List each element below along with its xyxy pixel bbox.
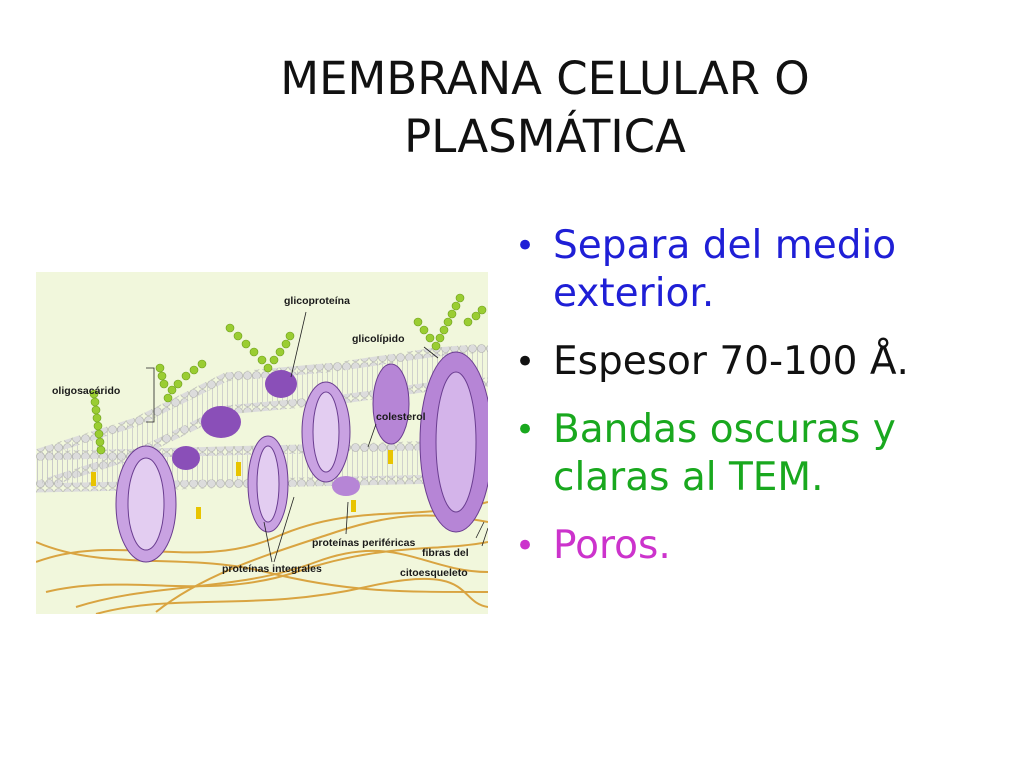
label-peripheral-proteins: proteínas periféricas	[312, 537, 415, 549]
bullet-item-bands: • Bandas oscuras y claras al TEM.	[515, 406, 1010, 502]
oligosaccharide-chains	[89, 293, 487, 455]
bullet-text: Poros.	[553, 523, 671, 568]
bullet-item-thickness: • Espesor 70-100 Å.	[515, 338, 1010, 386]
label-glycoprotein: glicoproteína	[284, 295, 350, 307]
cell-membrane-diagram: glicoproteína glicolípido oligosacárido …	[36, 272, 488, 614]
membrane-illustration: glicoproteína glicolípido oligosacárido …	[36, 293, 488, 614]
label-cytoskeleton-line-2: citoesqueleto	[400, 567, 468, 579]
bullet-text: Separa del medio exterior.	[553, 223, 897, 316]
cholesterol-molecules	[91, 450, 393, 519]
label-integral-proteins: proteínas integrales	[222, 563, 322, 575]
bullet-item-pores: • Poros.	[515, 522, 1010, 570]
bullet-text: Espesor 70-100 Å.	[553, 339, 909, 384]
bullet-list: • Separa del medio exterior. • Espesor 7…	[515, 222, 1010, 590]
integral-proteins	[115, 351, 488, 563]
bullet-item-separation: • Separa del medio exterior.	[515, 222, 1010, 318]
slide-title: MEMBRANA CELULAR O PLASMÁTICA	[180, 50, 910, 166]
bullet-dot-icon: •	[515, 226, 536, 266]
bullet-dot-icon: •	[515, 410, 536, 450]
label-cytoskeleton-line-1: fibras del	[422, 547, 469, 559]
slide-title-line-2: PLASMÁTICA	[404, 110, 686, 163]
label-glycolipid: glicolípido	[352, 333, 405, 345]
bullet-dot-icon: •	[515, 342, 536, 382]
cytoskeleton-fibers	[36, 501, 488, 614]
label-cholesterol: colesterol	[376, 411, 426, 423]
slide-title-line-1: MEMBRANA CELULAR O	[280, 52, 810, 105]
bullet-text: Bandas oscuras y claras al TEM.	[553, 407, 896, 500]
bullet-dot-icon: •	[515, 526, 536, 566]
label-oligosaccharide: oligosacárido	[52, 385, 120, 397]
label-leader-lines	[146, 311, 488, 563]
peripheral-proteins	[172, 370, 360, 496]
